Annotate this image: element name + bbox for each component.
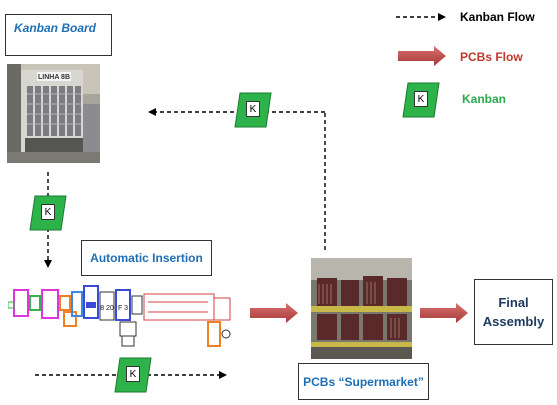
kanban-card-letter: K: [41, 204, 55, 220]
legend-pcbs-flow-label: PCBs Flow: [460, 50, 523, 64]
pcbs-supermarket-label-box: PCBs “Supermarket”: [298, 363, 429, 400]
legend-pcbs-flow-arrow: [398, 46, 446, 66]
photo-sign-text: LINHA 8B: [38, 74, 70, 81]
kanban-board-image: LINHA 8B: [7, 64, 100, 163]
pcbs-flow-arrow-2: [420, 303, 468, 323]
kanban-card-letter: K: [126, 366, 140, 382]
kanban-board-photo: LINHA 8B: [7, 64, 100, 163]
pcbs-flow-arrow-1: [250, 303, 298, 323]
kanban-board-label-box: Kanban Board: [5, 14, 112, 56]
final-assembly-label-line2: Assembly: [482, 314, 545, 329]
machine-tag-2: F 3: [118, 305, 128, 312]
machine-tag-1: 8 20: [100, 305, 114, 312]
legend-kanban-label: Kanban: [462, 92, 507, 106]
kanban-card-vertical: K: [29, 195, 67, 231]
pcbs-supermarket-photo: [311, 258, 412, 359]
automatic-insertion-label-box: Automatic Insertion: [81, 240, 212, 276]
kanban-card-letter: K: [246, 101, 260, 117]
kanban-card-letter: K: [414, 91, 428, 107]
kanban-card-return: K: [234, 92, 272, 128]
automatic-insertion-line-drawing: 8 20 F 3: [8, 285, 231, 347]
kanban-card-bottom: K: [114, 357, 152, 393]
legend-kanban-card: K: [402, 82, 440, 118]
legend-kanban-flow-label: Kanban Flow: [460, 10, 535, 24]
pcbs-supermarket-label: PCBs “Supermarket”: [303, 374, 424, 389]
final-assembly-box: Final Assembly: [474, 279, 553, 345]
kanban-board-label: Kanban Board: [14, 21, 97, 35]
automatic-insertion-label: Automatic Insertion: [90, 251, 203, 265]
pcbs-supermarket-image: [311, 258, 412, 359]
final-assembly-label-line1: Final: [498, 295, 529, 310]
legend-kanban-flow-arrow: [396, 13, 446, 21]
